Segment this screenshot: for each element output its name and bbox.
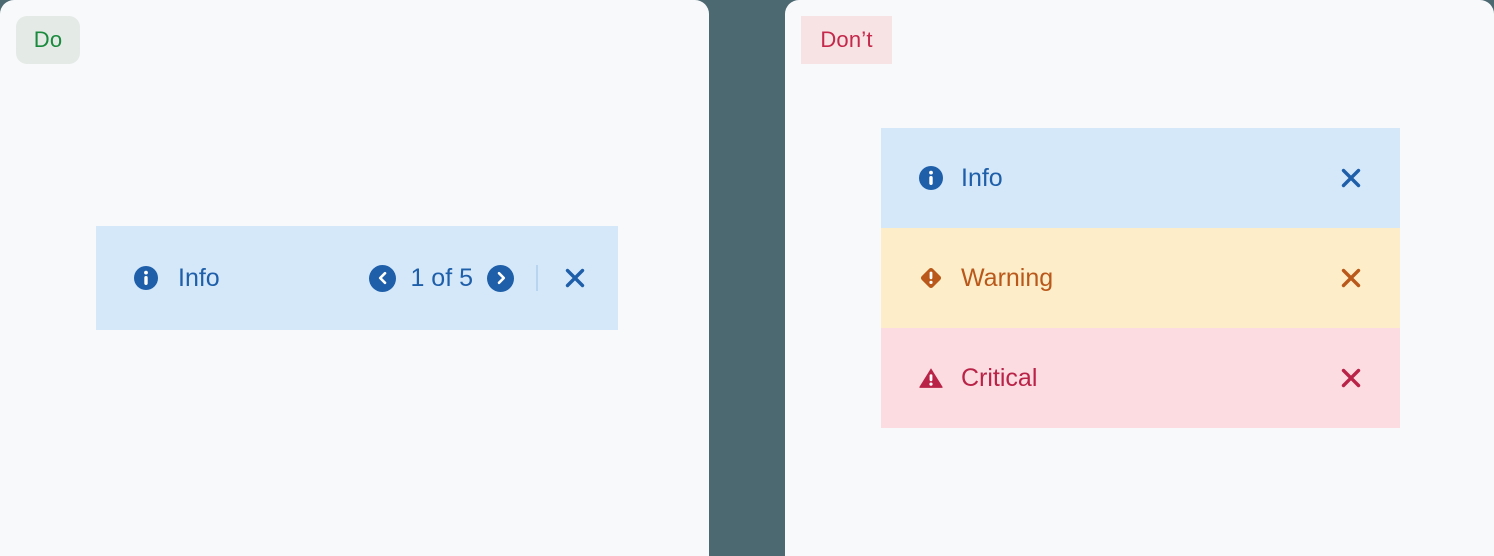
notification-label-info: Info [961, 163, 1003, 192]
close-icon[interactable] [1336, 163, 1366, 193]
info-circle-icon [917, 164, 945, 192]
notification-row-info: Info [881, 128, 1400, 228]
do-notification-label: Info [178, 263, 220, 292]
chevron-right-icon[interactable] [487, 264, 514, 292]
do-notification-identity: Info [132, 264, 220, 292]
close-icon[interactable] [560, 263, 590, 293]
notification-identity-warning: Warning [917, 264, 1053, 292]
info-circle-icon [132, 264, 160, 292]
notification-label-warning: Warning [961, 263, 1054, 292]
pagination-group: 1 of 5 [369, 263, 514, 292]
do-panel: Do Info [0, 0, 709, 556]
pagination-counter: 1 of 5 [410, 263, 473, 292]
notification-label-critical: Critical [961, 363, 1038, 392]
dont-notification-stack: Info [881, 128, 1400, 428]
warning-diamond-icon [917, 264, 945, 292]
critical-triangle-icon [917, 364, 945, 392]
do-badge: Do [16, 16, 80, 64]
do-notification-bar: Info 1 of 5 [96, 226, 618, 330]
close-icon[interactable] [1336, 263, 1366, 293]
dont-badge: Don’t [801, 16, 892, 64]
notification-identity-info: Info [917, 164, 1003, 192]
do-notification-controls: 1 of 5 [369, 263, 590, 293]
notification-row-warning: Warning [881, 228, 1400, 328]
notification-identity-critical: Critical [917, 364, 1037, 392]
dont-panel: Don’t Info [785, 0, 1494, 556]
notification-row-critical: Critical [881, 328, 1400, 428]
close-icon[interactable] [1336, 363, 1366, 393]
controls-divider [536, 265, 538, 291]
chevron-left-icon[interactable] [369, 264, 397, 292]
